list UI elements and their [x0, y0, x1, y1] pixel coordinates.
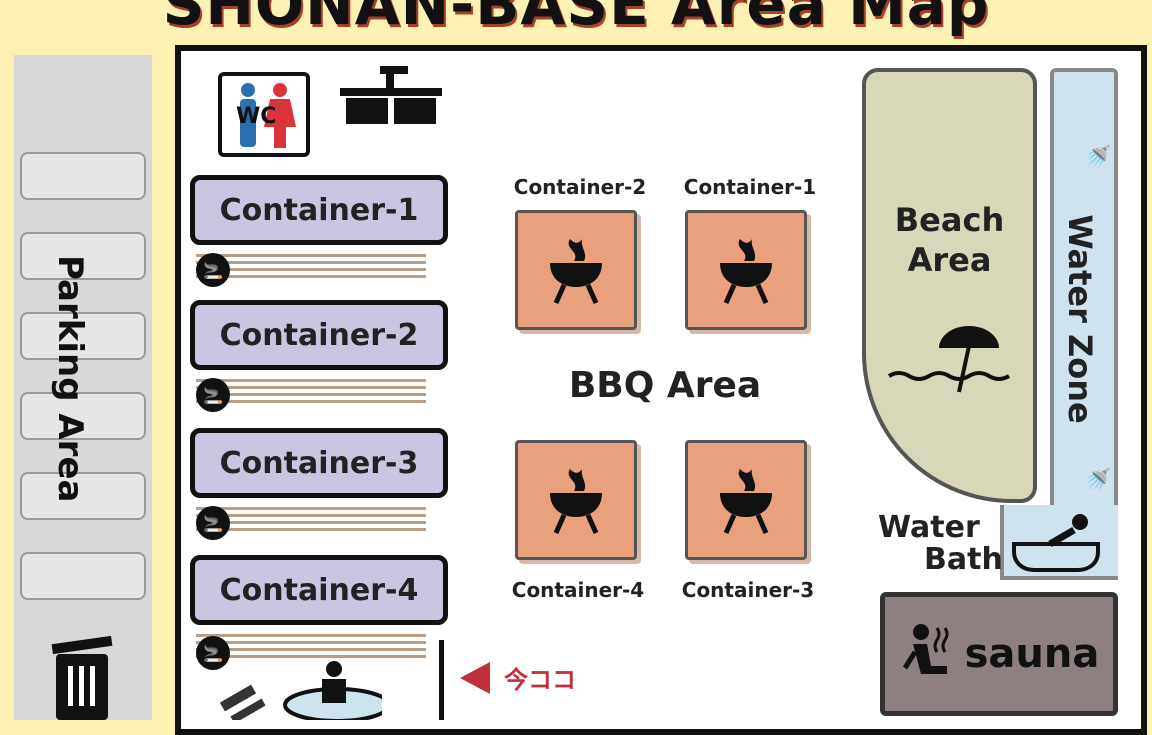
beach-umbrella-icon: [887, 326, 1010, 393]
parking-label: Parking Area: [50, 255, 90, 503]
water-zone: [1050, 68, 1118, 580]
water-zone-label: Water Zone: [1061, 214, 1099, 424]
sauna-label: sauna: [964, 631, 1100, 677]
you-are-here-label: 今ココ: [504, 666, 576, 694]
grill-label: Container-3: [681, 578, 815, 602]
wc-icon: WC: [218, 72, 310, 157]
water-bath-line2: Bath: [924, 542, 1003, 577]
grill-label: Container-4: [511, 578, 645, 602]
bbq-grill-icon: [685, 210, 807, 330]
container-1: Container-1: [190, 175, 448, 245]
grill-label: Container-1: [683, 175, 817, 199]
grill-label: Container-2: [513, 175, 647, 199]
bbq-area-label: BBQ Area: [568, 365, 762, 406]
water-bath-line1: Water: [878, 510, 980, 545]
smoking-icon: 🚬: [196, 378, 230, 412]
container-4: Container-4: [190, 555, 448, 625]
parking-slot: [20, 392, 146, 440]
container-2: Container-2: [190, 300, 448, 370]
parking-slot: [20, 312, 146, 360]
parking-slot: [20, 152, 146, 200]
parking-slot: [20, 552, 146, 600]
beach-label-1: Beach: [894, 201, 1005, 239]
map-title: SHONAN-BASE Area Map: [162, 0, 990, 38]
parking-slot: [20, 472, 146, 520]
parking-area: [14, 55, 152, 720]
pointer-triangle-icon: [460, 661, 490, 694]
wc-label: WC: [236, 104, 277, 129]
you-are-here-marker: 今ココ: [460, 660, 576, 695]
shower-icon: 🚿: [1084, 145, 1112, 170]
beach-area: [862, 68, 1037, 503]
beach-label-2: Area: [907, 241, 992, 279]
bbq-grill-icon: [515, 440, 637, 560]
shower-icon: 🚿: [1084, 468, 1112, 493]
bbq-grill-icon: [685, 440, 807, 560]
hot-spring-icon: [219, 661, 382, 720]
parking-slot: [20, 232, 146, 280]
terrace: [196, 630, 426, 660]
bbq-grill-icon: [515, 210, 637, 330]
terrace: [196, 503, 426, 533]
sauna-person-icon: [902, 624, 949, 674]
sauna-area: sauna: [880, 592, 1118, 716]
sink-icon: [340, 66, 442, 124]
terrace: [196, 375, 426, 405]
container-3: Container-3: [190, 428, 448, 498]
bath-icon: [1012, 514, 1100, 572]
terrace: [196, 250, 426, 280]
trash-icon: [51, 635, 113, 720]
smoking-icon: 🚬: [196, 636, 230, 670]
smoking-icon: 🚬: [196, 253, 230, 287]
smoking-icon: 🚬: [196, 506, 230, 540]
wall: [430, 640, 444, 720]
